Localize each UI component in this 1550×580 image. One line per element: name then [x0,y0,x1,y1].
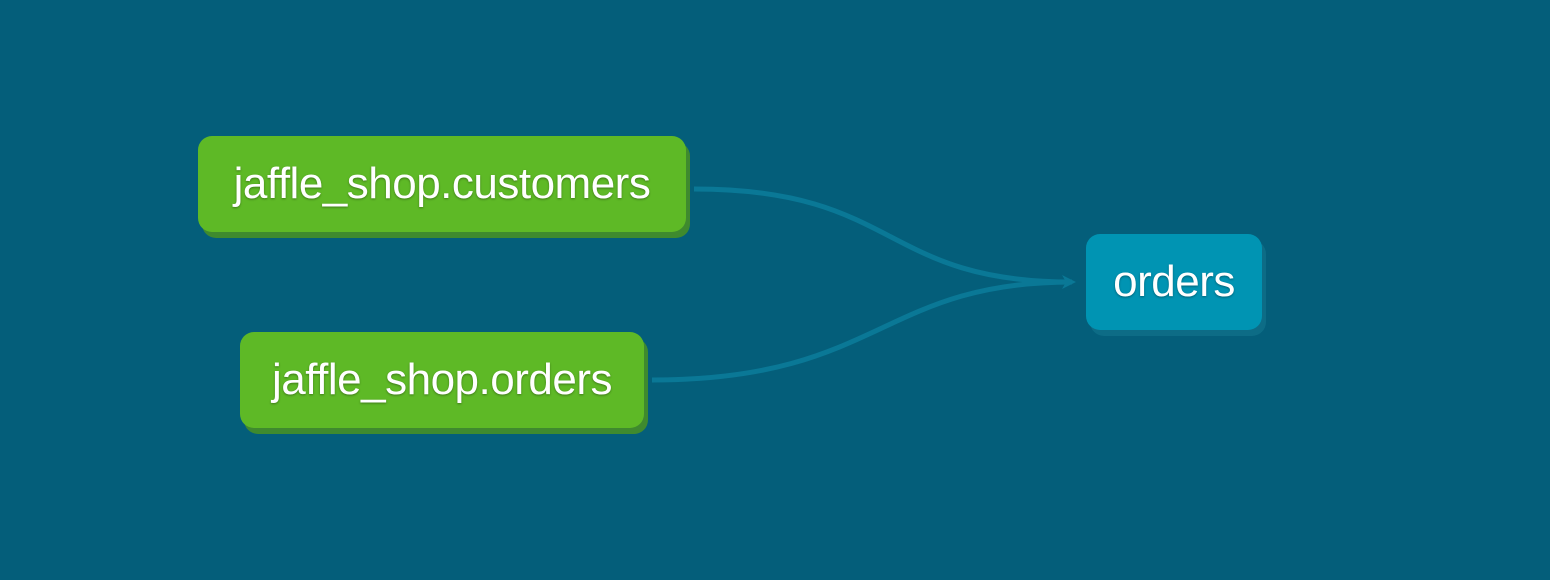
node-jaffle-shop-customers[interactable]: jaffle_shop.customers [198,136,686,232]
edge-customers-to-orders [693,186,1076,289]
node-label: jaffle_shop.orders [272,355,612,404]
node-label: jaffle_shop.customers [233,159,651,208]
node-jaffle-shop-orders[interactable]: jaffle_shop.orders [240,332,644,428]
node-label: orders [1113,257,1235,306]
edge-src-orders-to-orders [651,279,1073,383]
node-orders-model[interactable]: orders [1086,234,1262,330]
